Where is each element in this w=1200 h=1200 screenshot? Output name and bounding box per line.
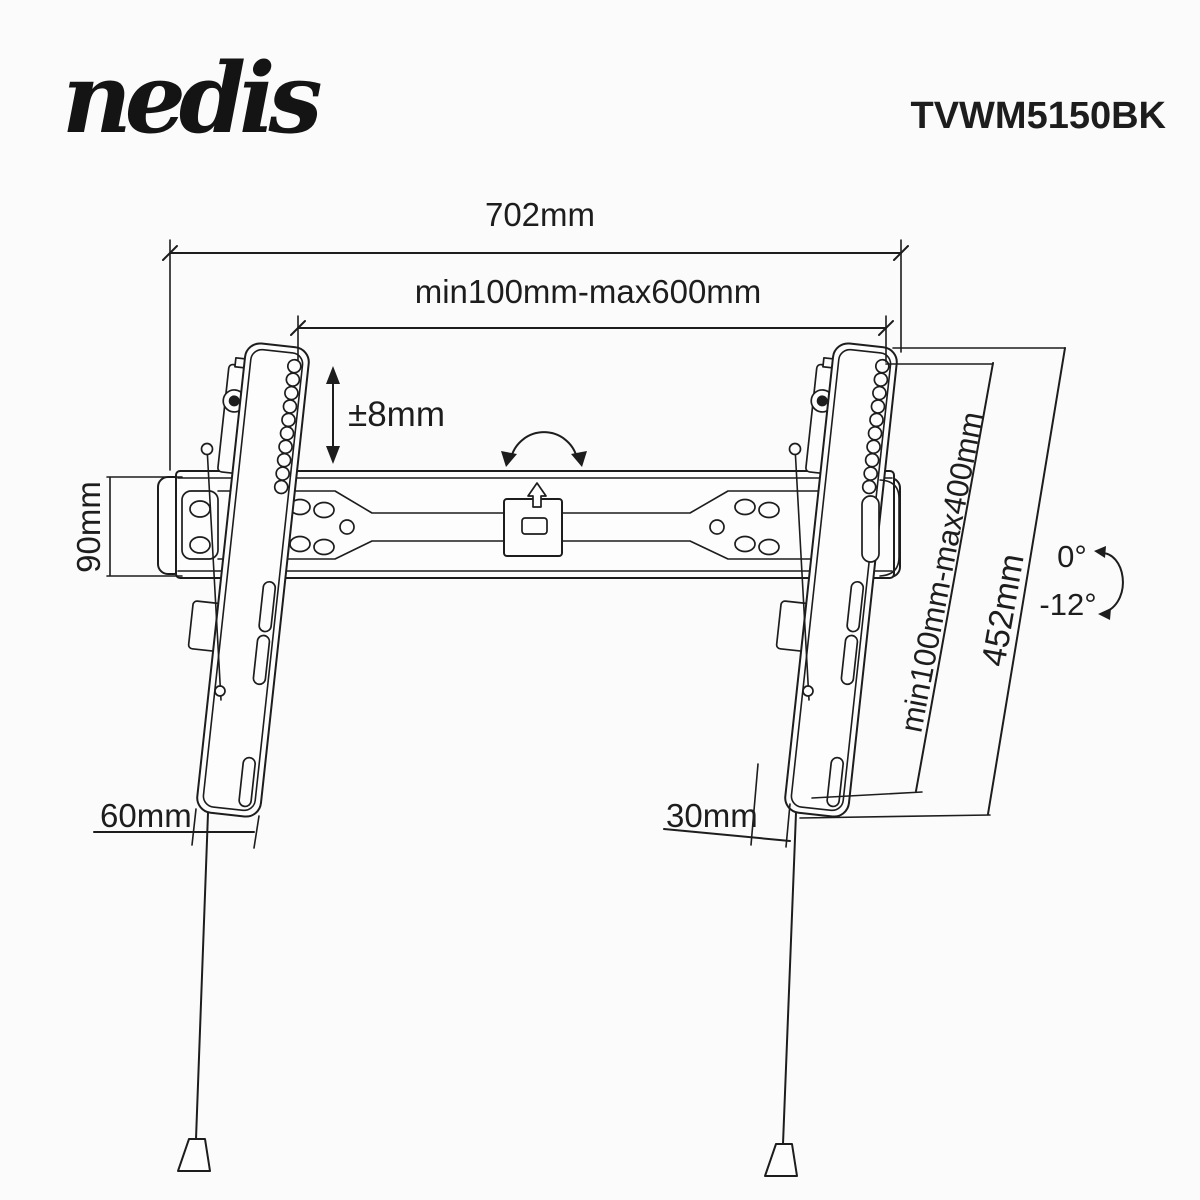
- left-vesa-arm: [187, 342, 310, 818]
- right-vesa-arm: [775, 342, 898, 818]
- left-rod-screw: [200, 442, 214, 456]
- dimension-rail-height: 90mm: [70, 476, 183, 577]
- release-cord-left: [177, 812, 211, 1172]
- release-cord-right: [764, 812, 798, 1177]
- rail-hole-cluster-left: [289, 498, 355, 556]
- height-adjust-label: ±8mm: [348, 395, 445, 434]
- bottom-right-offset-label: 30mm: [666, 797, 758, 834]
- left-tension-rod: [206, 446, 222, 701]
- total-width-label: 702mm: [485, 196, 595, 233]
- dimension-bottom-right-offset: 30mm: [663, 763, 791, 848]
- bracket-length-label: 452mm: [975, 551, 1032, 669]
- tilt-min-label: -12°: [1039, 587, 1096, 622]
- rail-right-cap-edge: [879, 479, 900, 577]
- tilt-arc-arrow-icon: [501, 431, 587, 467]
- tilt-angle-annotation: 0° -12°: [1039, 539, 1124, 622]
- tilt-max-label: 0°: [1057, 539, 1087, 574]
- dimension-bottom-left-offset: 60mm: [93, 797, 260, 849]
- vesa-height-label: min100mm-max400mm: [893, 409, 989, 735]
- right-arm-body: [784, 342, 898, 818]
- plate-hole: [189, 536, 211, 554]
- left-arm-body: [196, 342, 310, 818]
- right-rod-screw: [788, 442, 802, 456]
- center-lock-slot: [521, 517, 548, 535]
- rail-hole-cluster-right: [709, 498, 780, 556]
- bottom-left-offset-label: 60mm: [100, 797, 192, 834]
- left-arm-slots: [238, 580, 277, 808]
- dimension-wall-pattern-width: min100mm-max600mm: [290, 273, 894, 363]
- left-arm-hole-column: [273, 358, 302, 495]
- left-knob-center: [228, 395, 240, 407]
- right-arm-hole-column: [861, 358, 890, 495]
- brand-logo: nedis: [62, 42, 321, 155]
- right-knob-center: [816, 395, 828, 407]
- right-arm-slots: [826, 580, 865, 808]
- cord-pull-right: [764, 1143, 798, 1177]
- cord-pull-left: [177, 1138, 211, 1172]
- right-rod-screw: [802, 685, 814, 697]
- right-arm-inner-edge: [790, 348, 892, 812]
- dimension-total-width: 702mm: [162, 196, 909, 471]
- model-number: TVWM5150BK: [911, 95, 1167, 137]
- plate-hole: [189, 500, 211, 518]
- strap-right: [561, 490, 863, 560]
- dimension-height-adjustment: ±8mm: [326, 366, 445, 464]
- wall-pattern-width-label: min100mm-max600mm: [415, 273, 762, 310]
- right-tension-rod: [794, 446, 810, 701]
- rail-lock-hook: [861, 495, 880, 563]
- up-arrow-icon: [527, 482, 547, 508]
- wall-rail: [157, 470, 901, 579]
- tilt-angle-arrow-icon: [1100, 551, 1124, 613]
- rail-height-label: 90mm: [70, 481, 107, 573]
- left-rod-screw: [214, 685, 226, 697]
- left-arm-inner-edge: [202, 348, 304, 812]
